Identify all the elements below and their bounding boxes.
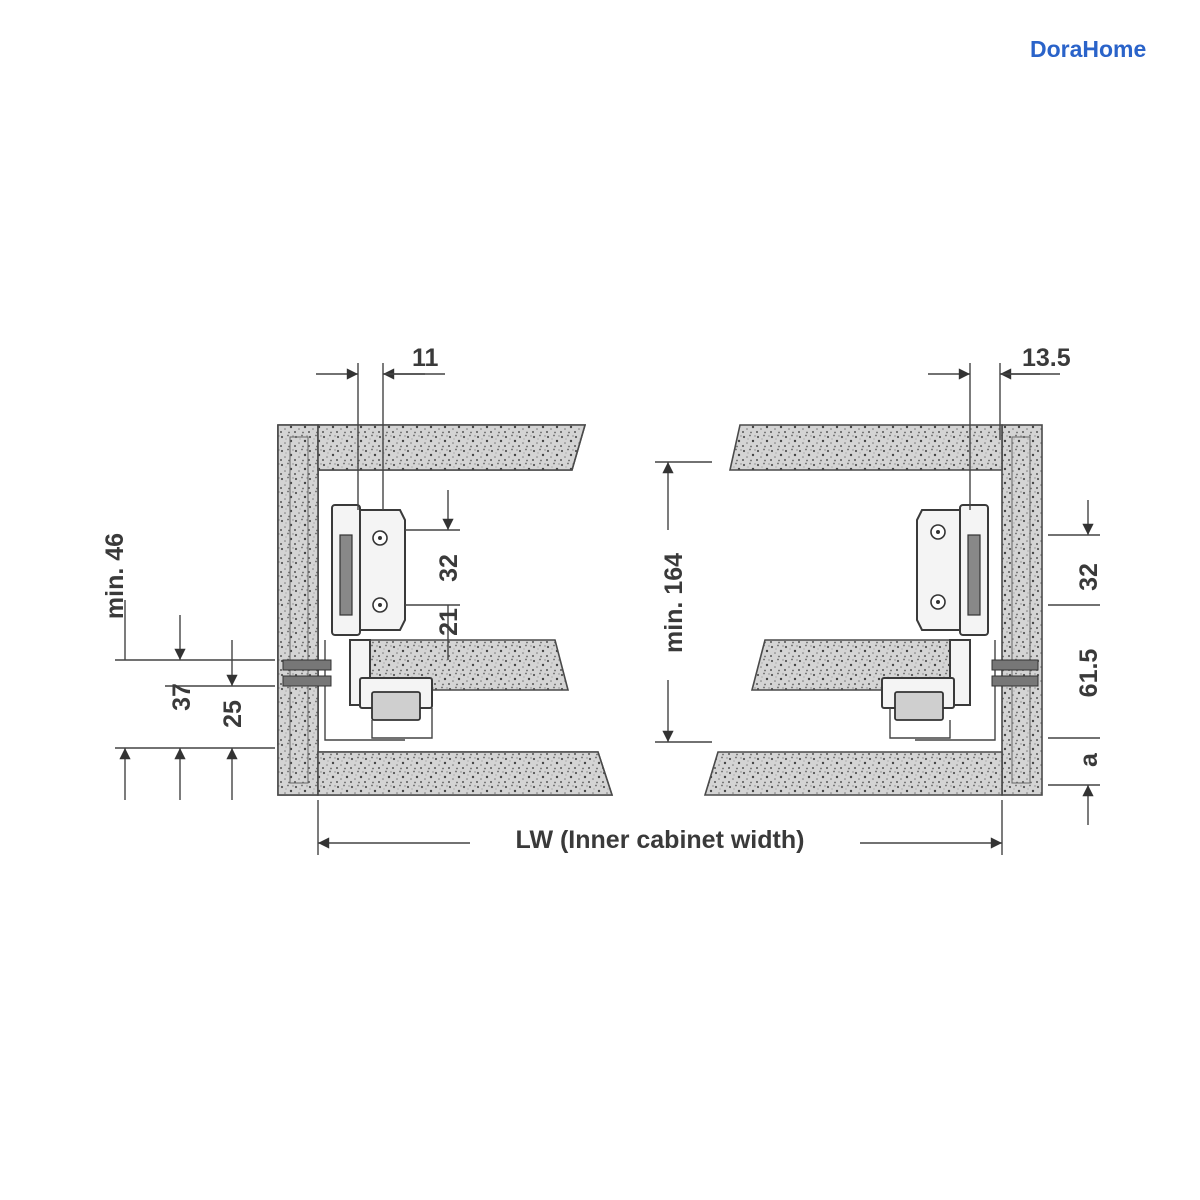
right-bottom-board bbox=[703, 751, 1003, 796]
dim-13-5: 13.5 bbox=[1022, 344, 1071, 372]
dimension-labels: 11 13.5 32 21 min. 46 37 25 min. 164 32 … bbox=[101, 344, 1103, 854]
right-hinge-plate bbox=[916, 509, 961, 631]
left-cabinet-section bbox=[277, 424, 614, 796]
left-runner-bottom-profile bbox=[371, 708, 433, 739]
left-hinge-cup bbox=[339, 534, 353, 616]
right-side-wall bbox=[1001, 424, 1043, 796]
dim-21: 21 bbox=[435, 608, 463, 636]
dim-25: 25 bbox=[219, 700, 247, 728]
dorahome-logo: DoraHome bbox=[1030, 32, 1146, 66]
left-hinge-plate bbox=[359, 509, 406, 631]
left-bolt-upper bbox=[282, 659, 332, 671]
logo-text: DoraHome bbox=[1030, 35, 1147, 62]
right-hinge-cup bbox=[967, 534, 981, 616]
right-runner-carriage bbox=[894, 691, 944, 721]
left-top-board bbox=[317, 424, 587, 471]
dim-32-left: 32 bbox=[435, 554, 463, 582]
dim-lw-inner-cabinet-width: LW (Inner cabinet width) bbox=[516, 826, 805, 854]
dim-61-5: 61.5 bbox=[1075, 649, 1103, 698]
dim-min-164: min. 164 bbox=[660, 553, 688, 653]
left-side-wall-inner bbox=[289, 436, 309, 784]
dimension-lines bbox=[115, 363, 1100, 855]
left-side-wall bbox=[277, 424, 319, 796]
left-runner-carriage bbox=[371, 691, 421, 721]
left-bolt-lower bbox=[282, 675, 332, 687]
dim-37: 37 bbox=[168, 683, 196, 711]
right-bolt-upper bbox=[991, 659, 1039, 671]
left-bottom-board bbox=[317, 751, 614, 796]
dim-a: a bbox=[1075, 752, 1103, 767]
dim-min-46: min. 46 bbox=[101, 533, 129, 619]
right-top-board bbox=[729, 424, 1003, 471]
dim-32-right: 32 bbox=[1075, 563, 1103, 591]
dim-11: 11 bbox=[412, 344, 439, 372]
right-cabinet-section bbox=[703, 424, 1043, 796]
right-bolt-lower bbox=[991, 675, 1039, 687]
